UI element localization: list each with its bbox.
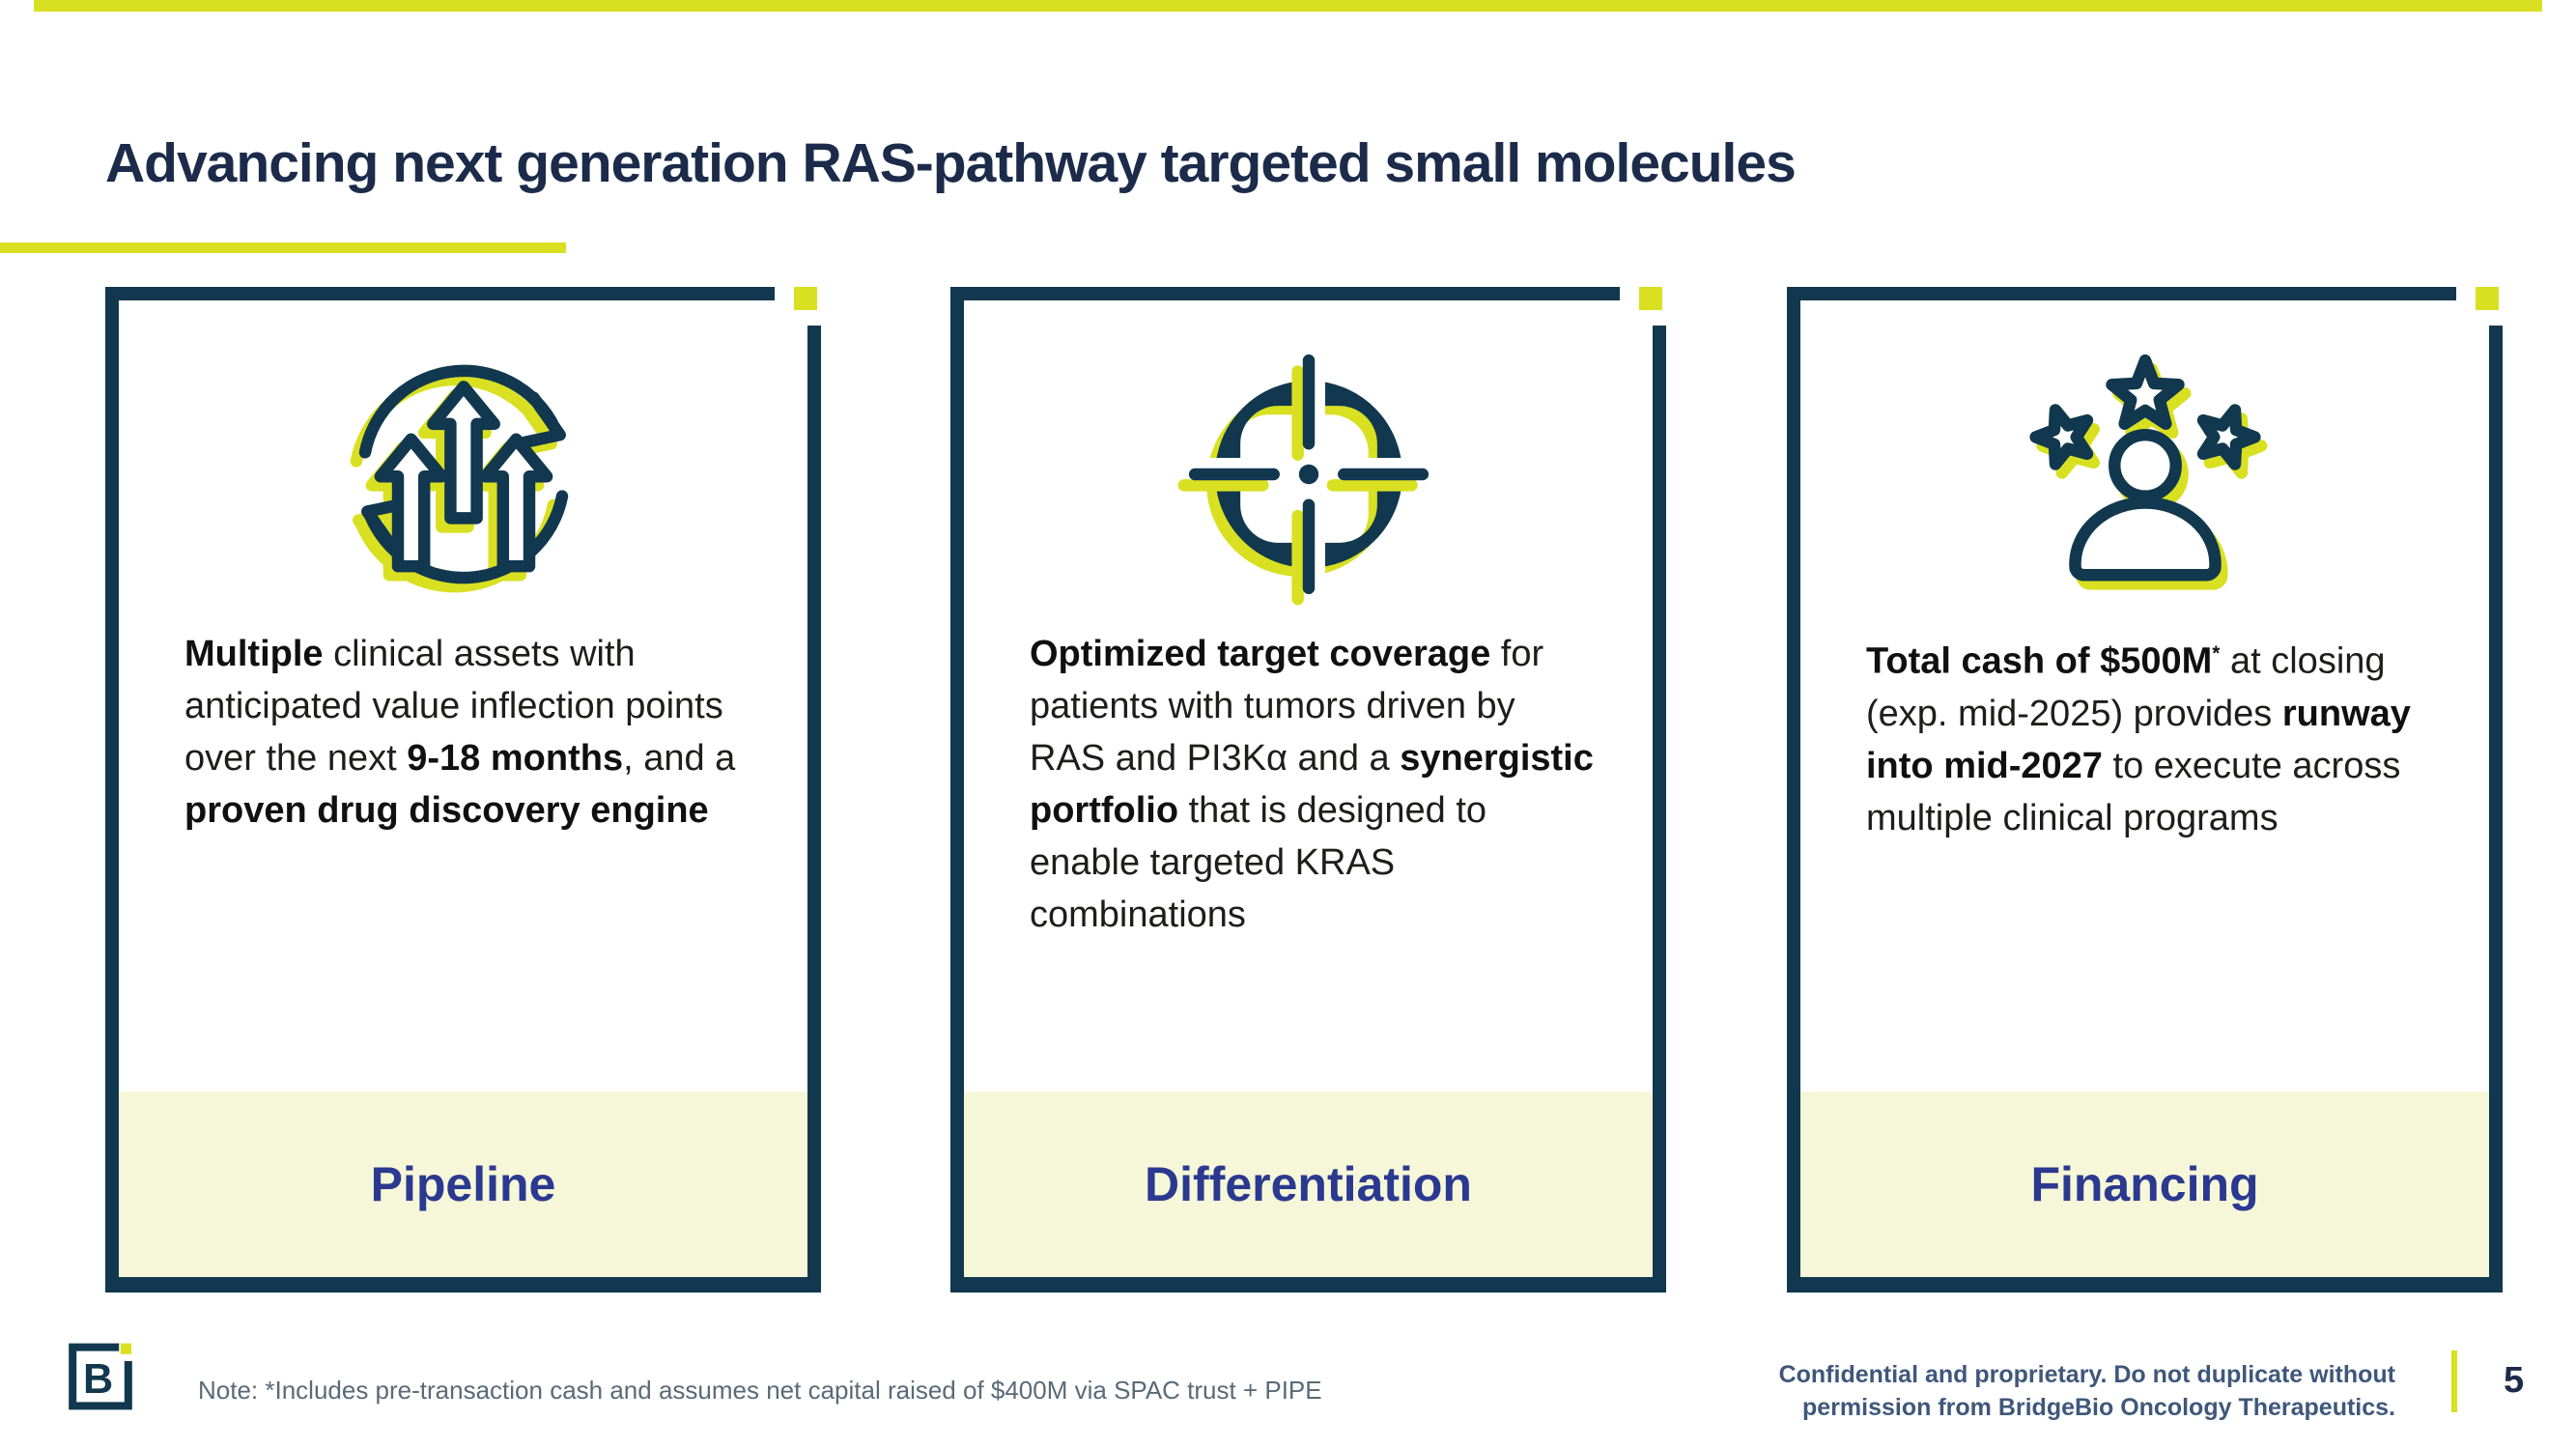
- card-border-top: [950, 287, 1620, 300]
- growth-arrows-cycle-icon: [332, 343, 595, 606]
- corner-accent-square: [2476, 287, 2499, 310]
- card-border-left: [950, 287, 964, 1293]
- card-body-text: Multiple clinical assets with anticipate…: [184, 634, 736, 831]
- card-border-top: [1787, 287, 2456, 300]
- page-number: 5: [2504, 1360, 2525, 1401]
- card-border-left: [1787, 287, 1800, 1293]
- footnote: Note: *Includes pre-transaction cash and…: [198, 1376, 1322, 1405]
- card-border-right: [1653, 326, 1666, 1293]
- card-border-bottom: [950, 1277, 1666, 1293]
- confidentiality-line2: permission from BridgeBio Oncology Thera…: [1802, 1394, 2395, 1421]
- top-accent-bar: [34, 0, 2542, 12]
- corner-accent-square: [794, 287, 817, 310]
- card-differentiation: Optimized target coverage for patients w…: [950, 287, 1666, 1293]
- card-border-right: [807, 326, 821, 1293]
- title-underline: [0, 242, 566, 253]
- confidentiality-notice: Confidential and proprietary. Do not dup…: [1779, 1358, 2395, 1424]
- card-pipeline: Multiple clinical assets with anticipate…: [105, 287, 821, 1293]
- card-border-bottom: [105, 1277, 821, 1293]
- card-label: Pipeline: [370, 1157, 556, 1211]
- card-label: Financing: [2030, 1157, 2259, 1211]
- card-label-band: Financing: [1800, 1092, 2489, 1277]
- card-label-band: Differentiation: [964, 1092, 1653, 1277]
- card-label-band: Pipeline: [119, 1092, 807, 1277]
- bridgebio-logo: B: [62, 1337, 139, 1416]
- card-border-bottom: [1787, 1277, 2503, 1293]
- card-border-left: [105, 287, 119, 1293]
- card-financing: Total cash of $500M* at closing (exp. mi…: [1787, 287, 2503, 1293]
- card-border-top: [105, 287, 775, 300]
- confidentiality-line1: Confidential and proprietary. Do not dup…: [1778, 1361, 2395, 1388]
- target-crosshair-icon: [1177, 343, 1440, 606]
- card-label: Differentiation: [1145, 1157, 1472, 1211]
- card-body-text: Optimized target coverage for patients w…: [1030, 634, 1594, 935]
- footer-accent-divider: [2451, 1350, 2457, 1412]
- card-border-right: [2489, 326, 2503, 1293]
- corner-accent-square: [1639, 287, 1662, 310]
- page-title: Advancing next generation RAS-pathway ta…: [105, 132, 1797, 194]
- logo-letter: B: [83, 1356, 113, 1403]
- person-with-stars-icon: [2014, 343, 2277, 606]
- card-body-text: Total cash of $500M* at closing (exp. mi…: [1866, 640, 2411, 838]
